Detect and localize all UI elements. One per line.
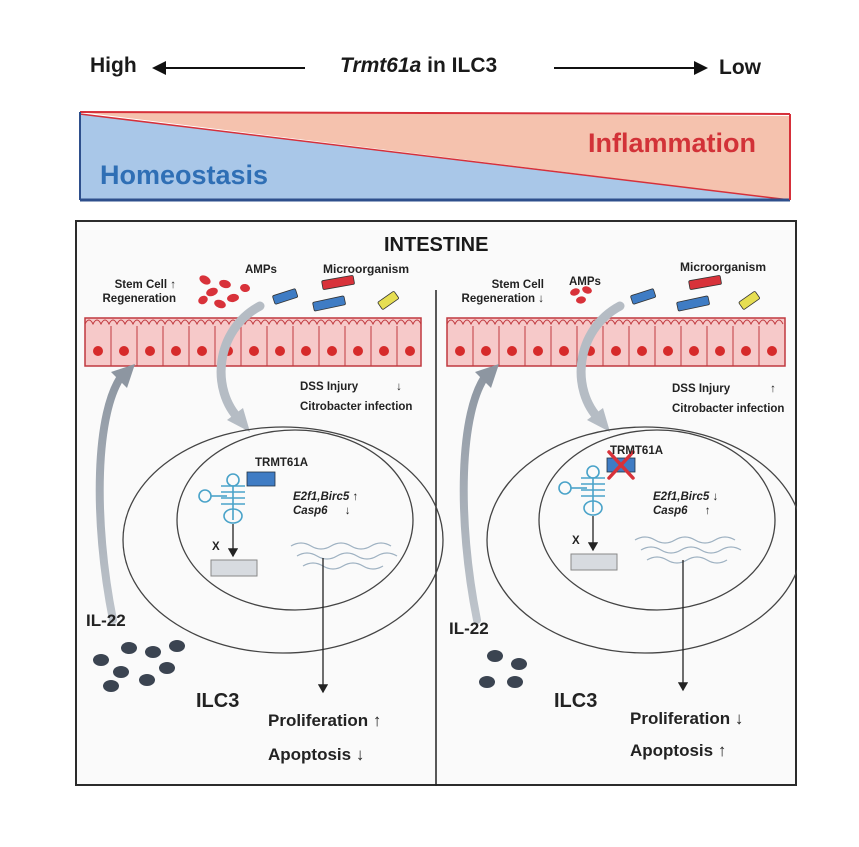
right-arrow-icon [554,61,708,75]
right-half [446,275,797,692]
left-half [84,275,444,694]
right-stem-cell-line1: Stem Cell [491,279,544,291]
right-injury-label: DSS Injury ↑ Citrobacter infection [672,382,784,416]
right-nucleus [538,429,776,611]
left-proliferation-label: Proliferation ↑ [268,711,382,730]
right-blocked-product [570,553,618,571]
left-stem-cell-label: Stem Cell ↑ Regeneration [88,278,177,306]
left-amps-label: AMPs [245,264,277,276]
left-microorganism-icon [272,275,399,312]
right-amps-label: AMPs [569,276,601,288]
right-trmt61a-label: TRMT61A [610,445,664,457]
left-amps-flow-arrow [216,301,265,425]
right-trna-icon [558,465,605,516]
left-injury-line1: DSS Injury [300,381,359,393]
left-microorganism-label: Microorganism [323,262,410,276]
left-injury-arrow-icon: ↓ [396,381,402,393]
left-injury-label: DSS Injury ↓ Citrobacter infection [300,380,412,414]
left-epithelium [84,317,422,367]
right-epithelium [446,317,786,367]
high-label: High [90,54,137,77]
left-x-mark: X [212,541,220,553]
right-stem-cell-line2: Regeneration [461,293,536,305]
right-genes-arrow2-icon: ↑ [704,505,711,517]
right-amps-flow-arrow [576,301,625,425]
low-label: Low [719,56,761,79]
gene-title: Trmt61a in ILC3 [340,54,497,78]
knockout-x-icon [607,450,635,480]
gene-name: Trmt61a [340,54,422,77]
right-ilc3-cell [486,426,797,654]
left-mrna-icon [290,542,398,570]
right-microorganism-label: Microorganism [680,260,767,274]
left-proliferation-arrow-icon: ↑ [372,711,382,730]
right-il22-label: IL-22 [449,619,489,638]
right-microorganism-icon [630,275,760,312]
right-apoptosis-label: Apoptosis ↑ [630,741,727,760]
left-trmt61a-enzyme [246,471,276,487]
left-amps-icon [198,275,250,309]
left-il22-arrow [95,370,127,624]
right-genes-label: E2f1,Birc5 ↓ Casp6 ↑ [653,490,718,518]
left-genes-line1: E2f1,Birc5 [293,491,350,503]
left-genes-arrow1-icon: ↑ [352,491,359,503]
left-stem-cell-line1: Stem Cell ↑ [114,279,176,291]
left-ilc3-label: ILC3 [196,690,240,712]
right-injury-arrow-icon: ↑ [770,383,776,395]
right-genes-line2: Casp6 [653,505,688,517]
right-injury-line2: Citrobacter infection [672,403,785,415]
left-arrow-icon [152,61,305,75]
right-stem-cell-label: Stem Cell Regeneration ↓ [452,278,544,306]
left-injury-line2: Citrobacter infection [300,401,413,413]
left-trna-icon [198,473,245,524]
homeostasis-label: Homeostasis [100,160,269,190]
left-stem-cell-line2: Regeneration [102,293,177,305]
left-ilc3-cell [122,426,444,654]
left-blocked-product [210,559,258,577]
gene-suffix: in ILC3 [421,54,498,77]
left-apoptosis-arrow-icon: ↓ [355,745,365,764]
right-il22-arrow [459,370,491,624]
right-apoptosis-arrow-icon: ↑ [717,741,727,760]
left-genes-label: E2f1,Birc5 ↑ Casp6 ↓ [293,490,358,518]
left-genes-arrow2-icon: ↓ [344,505,351,517]
left-il22-label: IL-22 [86,611,126,630]
panel-title: INTESTINE [384,234,489,256]
left-il22-dots [93,640,185,692]
intestine-diagram [84,275,797,786]
right-amps-icon [570,286,592,304]
inflammation-label: Inflammation [588,128,757,158]
left-trmt61a-label: TRMT61A [255,457,309,469]
right-ilc3-label: ILC3 [554,690,598,712]
right-x-mark: X [572,535,580,547]
right-stem-cell-arrow-icon: ↓ [538,293,544,305]
right-genes-arrow1-icon: ↓ [712,491,719,503]
right-mrna-icon [634,536,742,564]
right-genes-line1: E2f1,Birc5 [653,491,710,503]
right-proliferation-arrow-icon: ↓ [734,709,744,728]
left-apoptosis-label: Apoptosis ↓ [268,745,365,764]
right-il22-dots [479,650,527,688]
left-stem-cell-arrow-icon: ↑ [170,279,176,291]
right-injury-line1: DSS Injury [672,383,731,395]
left-nucleus [176,429,414,611]
left-genes-line2: Casp6 [293,505,328,517]
homeostasis-inflammation-banner [79,111,791,202]
right-proliferation-label: Proliferation ↓ [630,709,744,728]
